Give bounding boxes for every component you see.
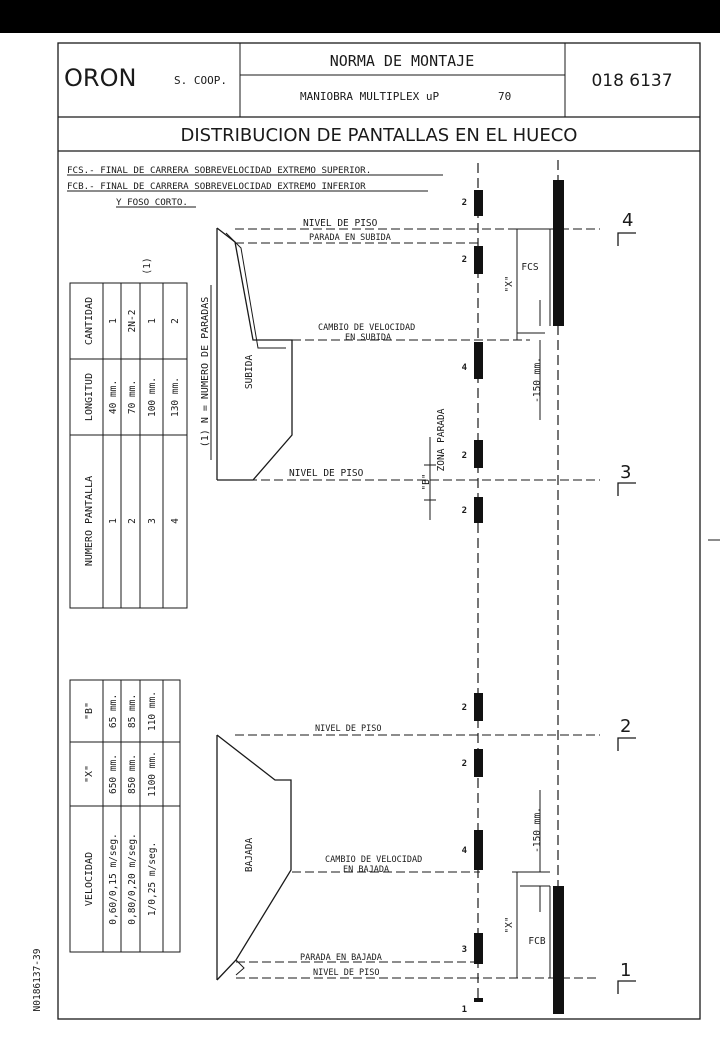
screens-table: CANTIDAD LONGITUD NUMERO PANTALLA 1 2N-2… [69, 257, 212, 609]
zona-parada-annotation: ZONA PARADA "B" [421, 408, 447, 520]
cell-b-3: 110 mm. [147, 691, 158, 731]
label-bajada: BAJADA [244, 838, 255, 873]
label-b-distance: "B" [421, 473, 432, 490]
label-cambio-subida-2: EN SUBIDA [345, 333, 391, 343]
note-fcs: FCS.- FINAL DE CARRERA SOBREVELOCIDAD EX… [67, 165, 371, 176]
side-document-code: N0186137-39 [32, 948, 43, 1011]
cell-vel-2: 0,80/0,20 m/seg. [127, 833, 138, 925]
screen-num-3: 4 [462, 363, 468, 373]
floor-4: 4 [622, 210, 633, 231]
top-black-band [0, 0, 720, 33]
screen-num-4: 2 [462, 451, 467, 461]
label-x-lower: "X" [504, 916, 515, 933]
label-x-upper: "X" [504, 275, 515, 292]
cell-cant-4: 2 [170, 318, 181, 324]
note-fcb: FCB.- FINAL DE CARRERA SOBREVELOCIDAD EX… [67, 181, 366, 192]
fcs-bracket: FCS "X" -150 mm. [504, 228, 551, 420]
company-suffix: S. COOP. [174, 74, 227, 87]
screen-1 [474, 998, 483, 1002]
screen-2-c [474, 440, 483, 468]
screen-num-8: 4 [462, 846, 468, 856]
screen-num-7: 2 [462, 759, 467, 769]
label-nivel-piso-4: NIVEL DE PISO [303, 218, 378, 229]
screen-num-5: 2 [462, 506, 467, 516]
screen-2-e [474, 693, 483, 721]
cell-long-4: 130 mm. [170, 377, 181, 417]
floor-3: 3 [620, 462, 631, 483]
norm-title: NORMA DE MONTAJE [330, 52, 475, 70]
label-cambio-subida-1: CAMBIO DE VELOCIDAD [318, 323, 415, 333]
cell-num-3: 3 [147, 518, 158, 524]
label-150-upper: -150 mm. [532, 357, 543, 403]
fcs-bar [553, 180, 564, 326]
label-zona-parada: ZONA PARADA [436, 408, 447, 471]
cell-long-3: 100 mm. [147, 377, 158, 417]
label-subida: SUBIDA [244, 355, 255, 390]
label-fcs: FCS [521, 262, 538, 273]
cell-long-1: 40 mm. [108, 380, 119, 414]
norm-subtitle: MANIOBRA MULTIPLEX uP [300, 90, 439, 103]
label-nivel-piso-1: NIVEL DE PISO [313, 968, 380, 978]
col-longitud: LONGITUD [84, 373, 95, 421]
cell-cant-1: 1 [108, 318, 119, 324]
label-cambio-bajada-1: CAMBIO DE VELOCIDAD [325, 855, 422, 865]
cell-vel-1: 0,60/0,15 m/seg. [108, 833, 119, 925]
screen-2-f [474, 749, 483, 777]
section-title: DISTRIBUCION DE PANTALLAS EN EL HUECO [181, 125, 578, 146]
subida-profile: SUBIDA [216, 227, 293, 481]
document-code: 018 6137 [591, 71, 672, 91]
label-parada-bajada: PARADA EN BAJADA [300, 953, 382, 963]
screen-2-d [474, 497, 483, 523]
cell-cant-3: 1 [147, 318, 158, 324]
note-foso: Y FOSO CORTO. [116, 197, 188, 208]
sheet-border [57, 42, 701, 1020]
cell-x-1: 650 mm. [108, 754, 119, 794]
screen-4-a [474, 342, 483, 379]
col-numero-pantalla: NUMERO PANTALLA [84, 476, 95, 566]
screen-4-b [474, 830, 483, 870]
cell-long-2: 70 mm. [127, 380, 138, 414]
floor-markers: 4 3 2 1 [617, 210, 636, 994]
label-cambio-bajada-2: EN BAJADA [343, 865, 389, 875]
cell-num-1: 1 [108, 518, 119, 524]
screen-2-a [474, 190, 483, 216]
col-b: "B" [84, 702, 95, 720]
cell-num-4: 4 [170, 518, 181, 524]
cell-b-1: 65 mm. [108, 694, 119, 728]
speed-table: "B" "X" VELOCIDAD 65 mm. 85 mm. 110 mm. … [69, 679, 181, 953]
cell-vel-3: 1/0,25 m/seg. [147, 842, 158, 916]
screen-2-b [474, 246, 483, 274]
col-velocidad: VELOCIDAD [84, 852, 95, 906]
cell-cant-2: 2N-2 [127, 310, 138, 333]
screen-num-6: 2 [462, 703, 467, 713]
label-fcb: FCB [528, 936, 545, 947]
floor-1: 1 [620, 960, 631, 981]
fcb-bar [553, 886, 564, 1014]
label-nivel-piso-3: NIVEL DE PISO [289, 468, 364, 479]
screen-num-10: 1 [462, 1005, 467, 1015]
label-150-lower: -150 mm. [532, 807, 543, 853]
cell-num-2: 2 [127, 518, 138, 524]
norm-subtitle-tail: 70 [498, 90, 511, 103]
label-nivel-piso-2: NIVEL DE PISO [315, 724, 382, 734]
company-name: ORON [64, 64, 136, 92]
label-parada-subida: PARADA EN SUBIDA [309, 233, 391, 243]
screen-num-2: 2 [462, 255, 467, 265]
bajada-profile: BAJADA [216, 734, 292, 981]
col-x: "X" [84, 765, 95, 783]
cell-x-3: 1100 mm. [147, 751, 158, 797]
cell-x-2: 850 mm. [127, 754, 138, 794]
screen-num-1: 2 [462, 198, 467, 208]
screen-3 [474, 933, 483, 964]
cell-b-2: 85 mm. [127, 694, 138, 728]
fcb-bracket: -150 mm. FCB "X" [504, 790, 551, 978]
table-marker: (1) [142, 257, 153, 274]
table-footnote: (1) N = NUMERO DE PARADAS [200, 297, 211, 448]
floor-2: 2 [620, 716, 631, 737]
col-cantidad: CANTIDAD [84, 297, 95, 345]
screen-num-9: 3 [462, 945, 467, 955]
